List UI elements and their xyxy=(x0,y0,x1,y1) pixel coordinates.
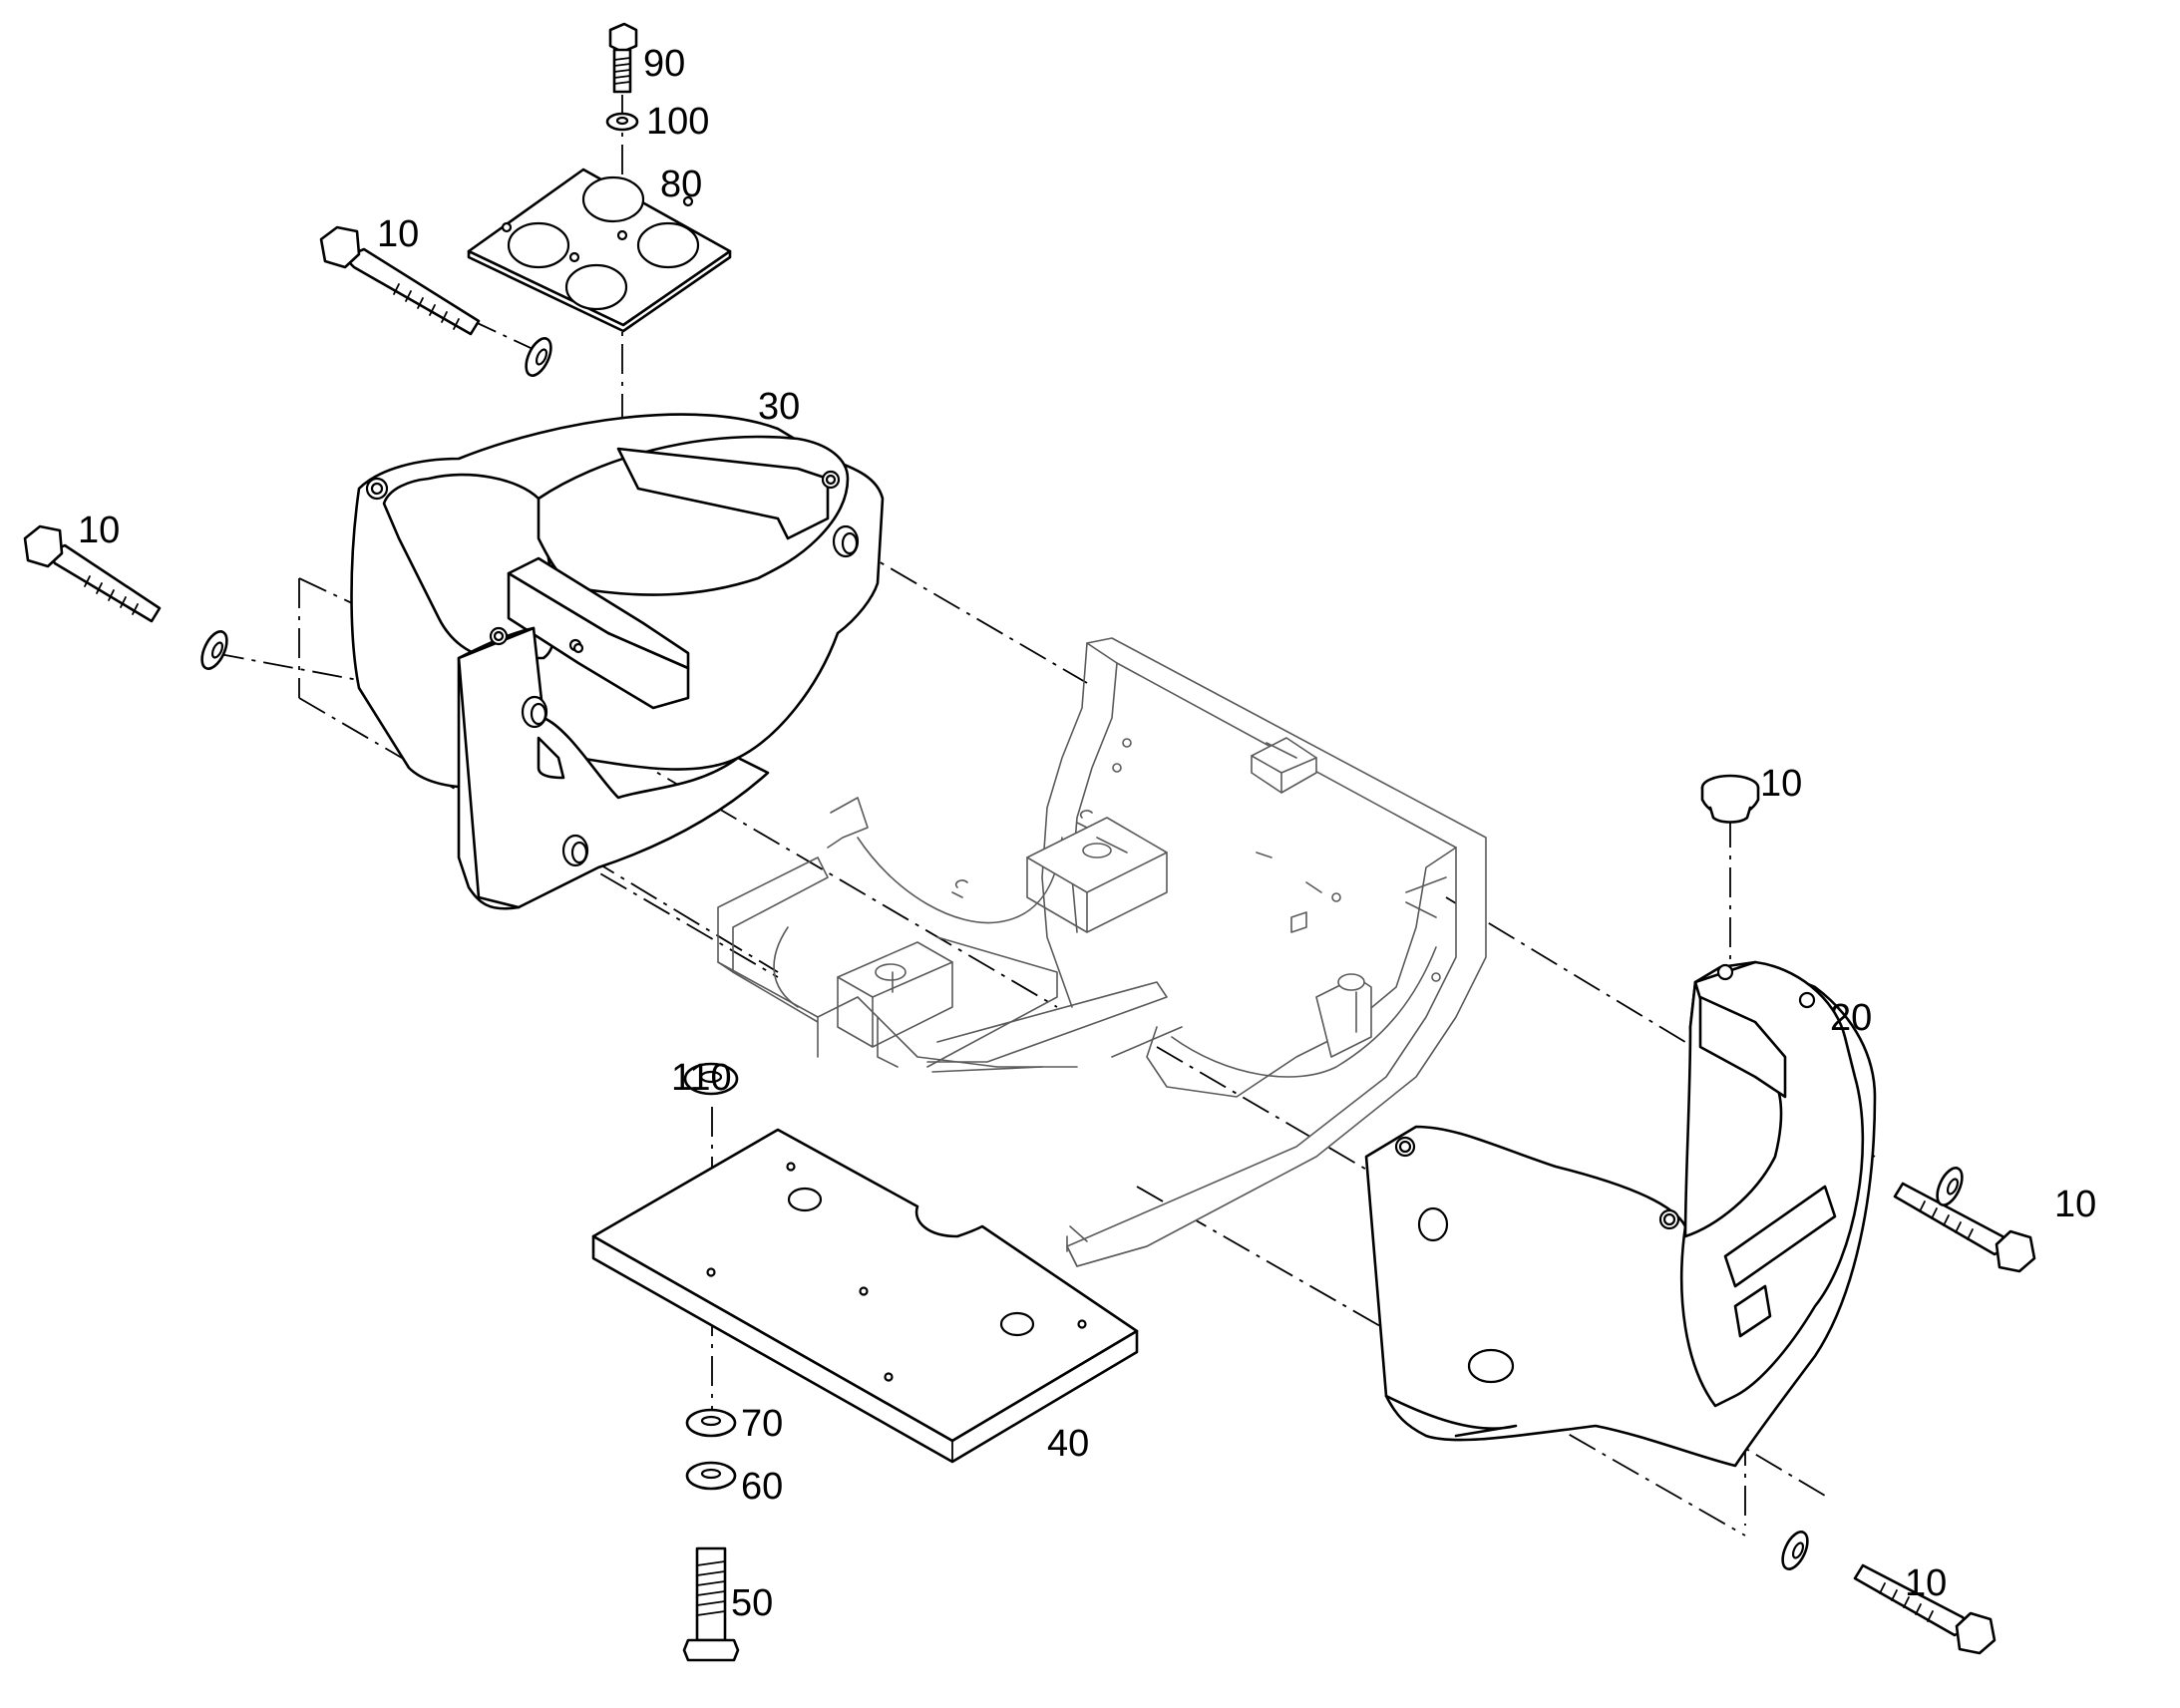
bolt-10-bottom-right xyxy=(1853,1563,1997,1655)
bolt-50 xyxy=(682,1546,740,1662)
bolt-10-top-left xyxy=(319,225,481,336)
callout-30: 30 xyxy=(758,386,800,428)
callout-80: 80 xyxy=(660,164,702,205)
part-40-base-plate xyxy=(591,1128,1139,1464)
callout-110: 110 xyxy=(671,1057,732,1099)
callout-40: 40 xyxy=(1047,1423,1089,1465)
callout-50: 50 xyxy=(731,1582,773,1624)
callout-labels: 90 100 80 10 30 10 10 20 110 10 70 40 60… xyxy=(78,43,2096,1624)
callout-60: 60 xyxy=(741,1466,783,1508)
callout-100: 100 xyxy=(646,101,709,143)
callout-10-bottom-right-bolt: 10 xyxy=(1905,1562,1947,1604)
washer-left xyxy=(200,630,228,670)
callout-20: 20 xyxy=(1830,997,1872,1039)
callout-90: 90 xyxy=(643,43,685,85)
washer-top-left xyxy=(525,337,552,377)
part-30-left-bracket xyxy=(350,413,885,910)
washer-100 xyxy=(605,112,639,132)
washer-bottom-right xyxy=(1781,1531,1809,1570)
washer-110 xyxy=(683,1062,739,1096)
part-20-right-bracket xyxy=(1364,960,1877,1468)
callout-70: 70 xyxy=(741,1403,783,1445)
washer-60 xyxy=(685,1461,737,1491)
callout-10-left-bolt: 10 xyxy=(78,510,120,551)
part-80-plate xyxy=(467,168,732,333)
washer-right xyxy=(1936,1167,1964,1206)
frame-ghost xyxy=(717,637,1487,1267)
washer-70 xyxy=(685,1408,737,1438)
callout-10-top-left-bolt: 10 xyxy=(377,213,419,255)
callout-10-plug: 10 xyxy=(1760,763,1802,805)
callout-10-right-bolt: 10 xyxy=(2054,1184,2096,1225)
bolt-90 xyxy=(608,22,638,94)
bolt-10-left xyxy=(23,524,162,623)
bolt-10-right xyxy=(1893,1182,2036,1273)
plug-10 xyxy=(1700,774,1760,824)
